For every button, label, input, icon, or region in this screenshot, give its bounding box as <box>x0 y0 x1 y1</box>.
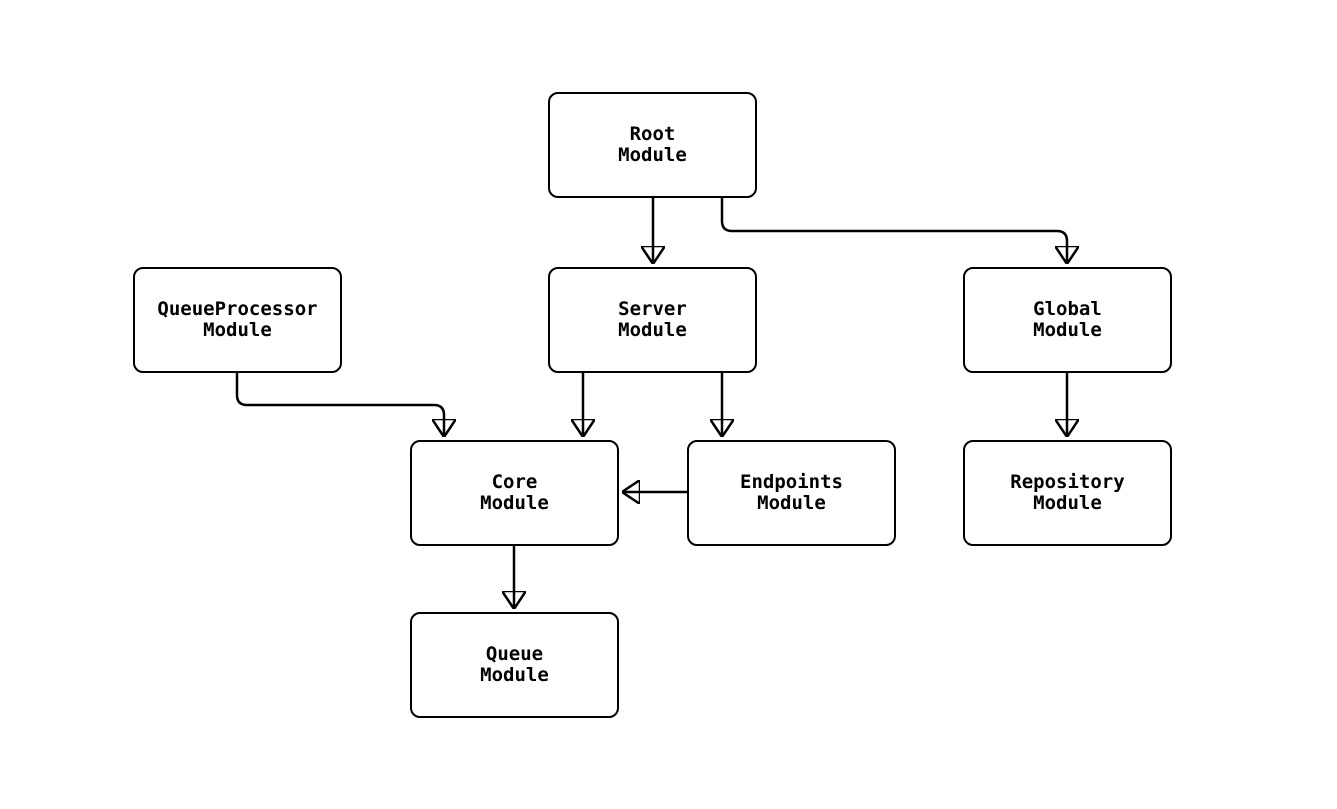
node-label-line1: Queue <box>485 643 544 665</box>
node-root-module: Root Module <box>548 92 757 198</box>
edge-queueprocessor-to-core <box>235 373 444 437</box>
node-label-line1: Root <box>629 123 676 145</box>
edge-root-to-global <box>720 197 1067 264</box>
node-label-line2: Module <box>757 492 826 514</box>
node-label-line2: Module <box>1033 492 1102 514</box>
node-label-line2: Module <box>480 492 549 514</box>
node-repository-module: Repository Module <box>963 440 1172 546</box>
node-endpoints-module: Endpoints Module <box>687 440 896 546</box>
node-label-line2: Module <box>618 144 687 166</box>
node-label-line1: Endpoints <box>740 471 843 493</box>
node-label-line1: Global <box>1033 298 1102 320</box>
node-global-module: Global Module <box>963 267 1172 373</box>
node-label-line1: Core <box>491 471 538 493</box>
node-queueprocessor-module: QueueProcessor Module <box>133 267 342 373</box>
node-queue-module: Queue Module <box>410 612 619 718</box>
node-label-line2: Module <box>1033 319 1102 341</box>
node-server-module: Server Module <box>548 267 757 373</box>
node-label-line1: Server <box>618 298 687 320</box>
node-label-line2: Module <box>618 319 687 341</box>
node-label-line1: Repository <box>1010 471 1125 493</box>
node-core-module: Core Module <box>410 440 619 546</box>
node-label-line1: QueueProcessor <box>157 298 318 320</box>
node-label-line2: Module <box>203 319 272 341</box>
node-label-line2: Module <box>480 664 549 686</box>
